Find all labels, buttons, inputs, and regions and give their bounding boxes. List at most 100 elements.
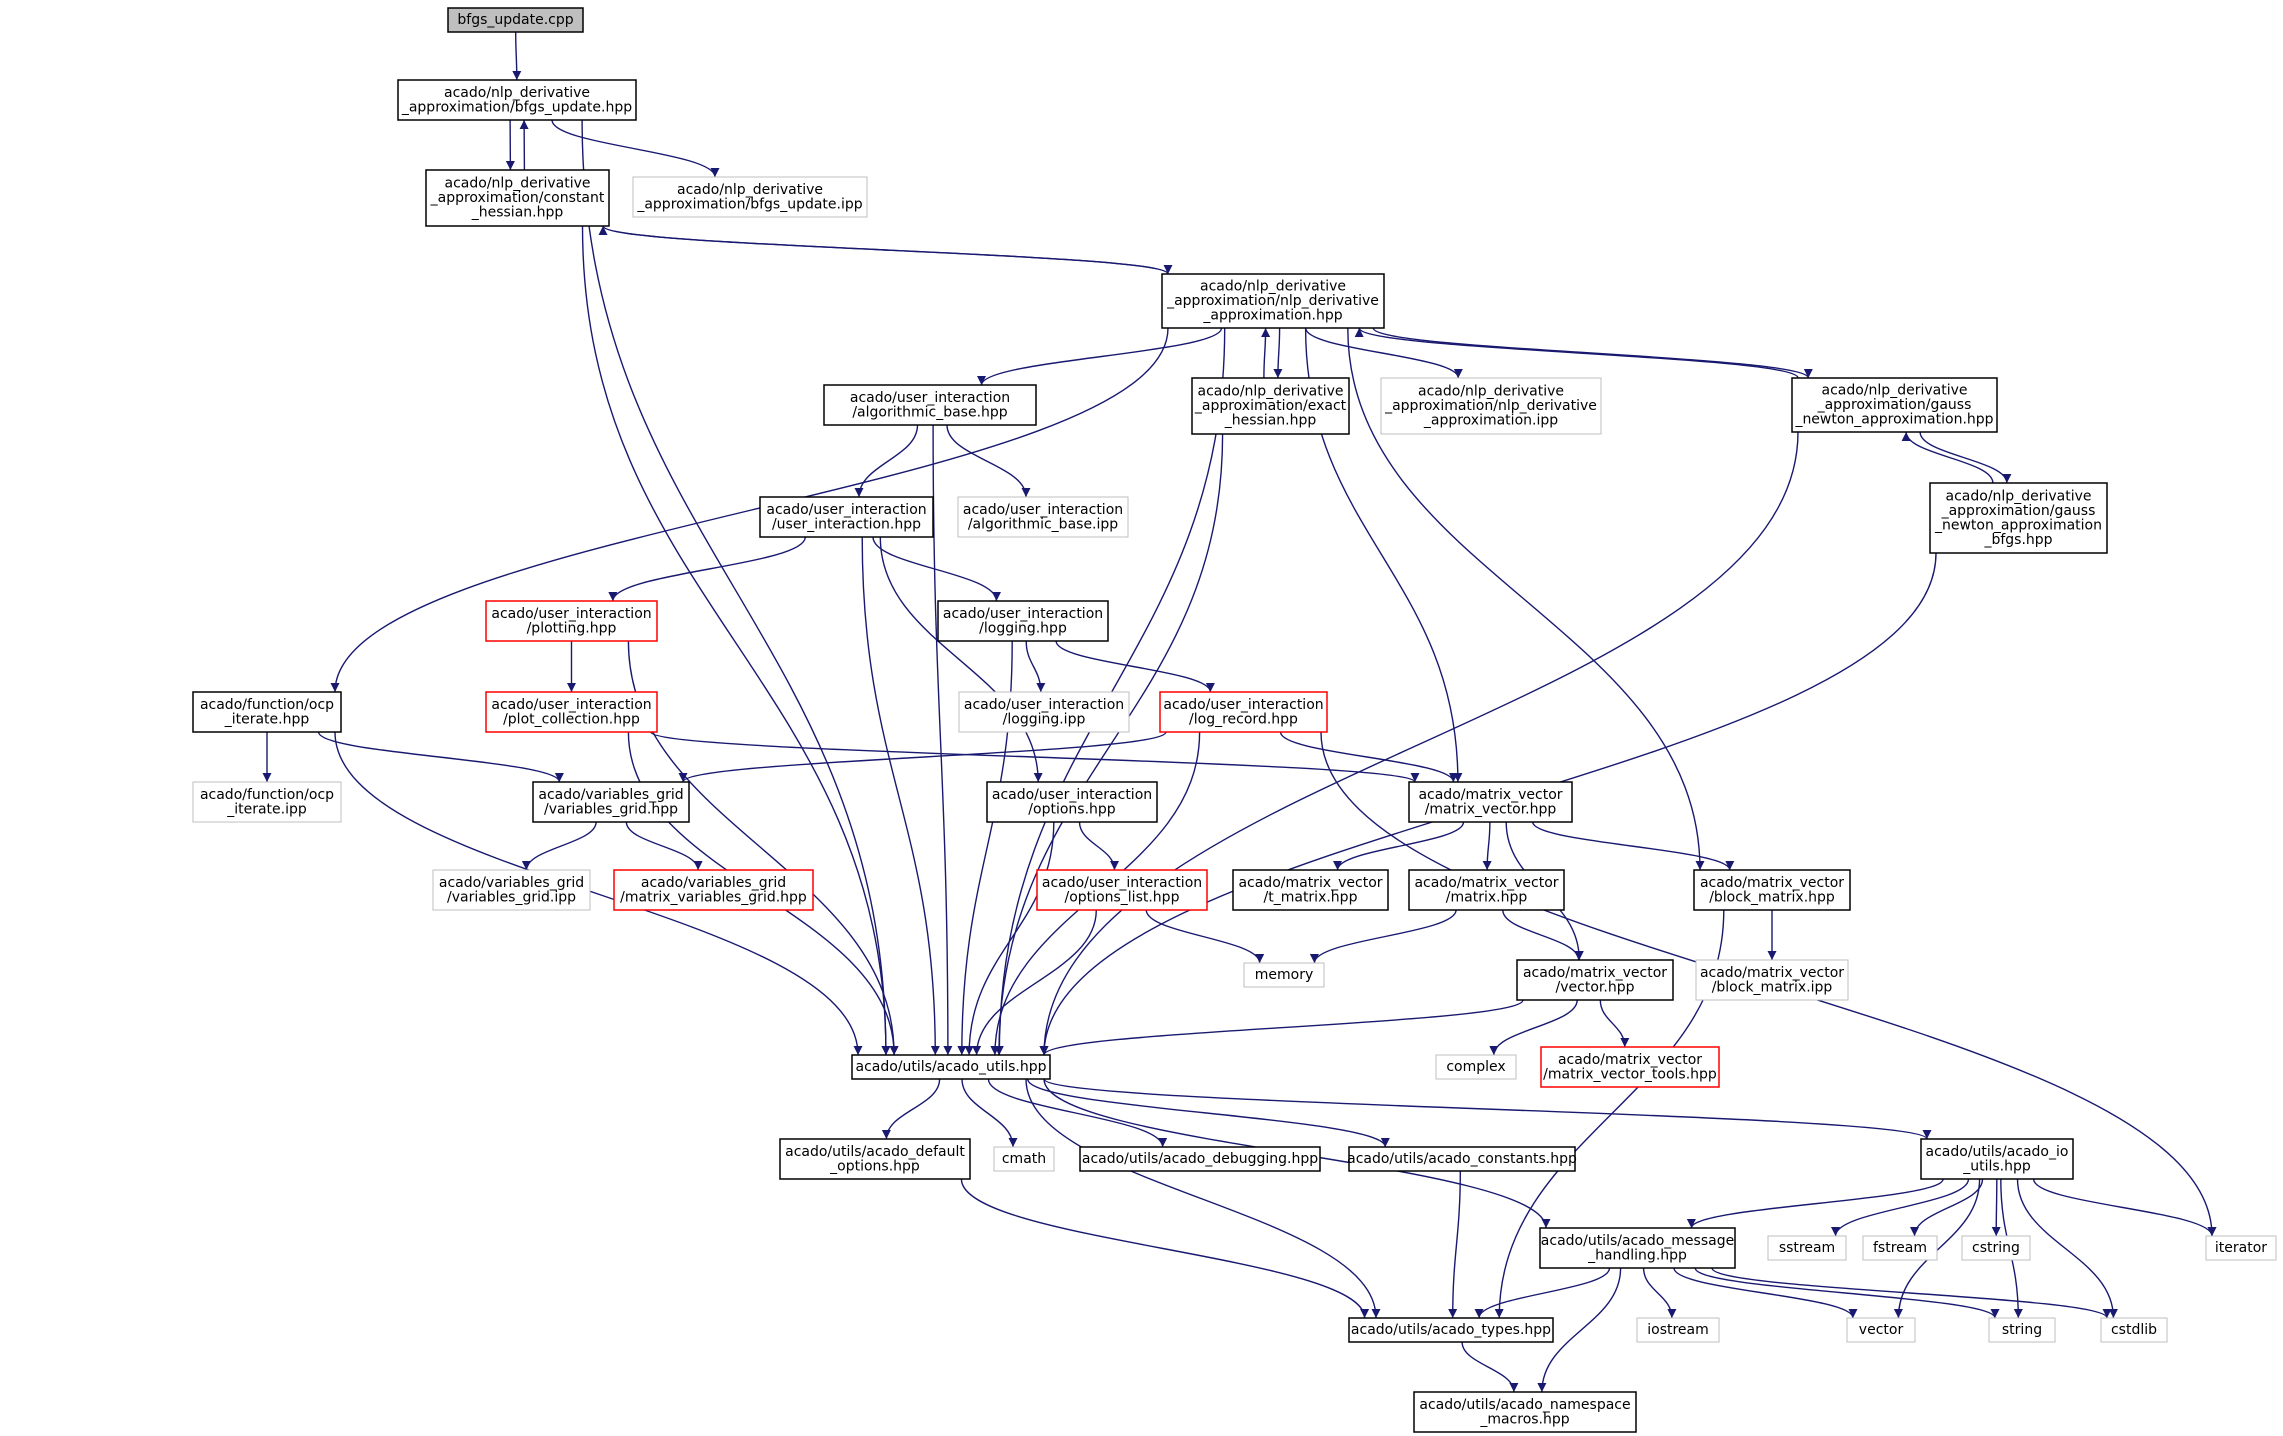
- edge-nlp_deriv-to-nlp_ipp: [1305, 327, 1463, 379]
- node-root[interactable]: bfgs_update.cpp: [447, 7, 584, 33]
- node-nlp_deriv[interactable]: acado/nlp_derivative_approximation/nlp_d…: [1161, 273, 1385, 329]
- node-label-line: acado/nlp_derivative: [444, 85, 590, 101]
- node-options[interactable]: acado/user_interaction/options.hpp: [986, 781, 1158, 823]
- node-label-line: acado/nlp_derivative: [445, 176, 591, 192]
- edge-algo_base-to-user_inter: [854, 424, 919, 498]
- edge-msg_handling-to-types: [1474, 1267, 1611, 1319]
- node-label-line: iterator: [2215, 1240, 2267, 1256]
- node-plot_coll[interactable]: acado/user_interaction/plot_collection.h…: [485, 691, 658, 733]
- node-ocp_iter[interactable]: acado/function/ocp_iterate.hpp: [192, 691, 342, 733]
- node-debugging[interactable]: acado/utils/acado_debugging.hpp: [1079, 1146, 1321, 1172]
- node-label-line: acado/user_interaction: [992, 787, 1152, 803]
- node-label-line: sstream: [1779, 1240, 1835, 1256]
- node-label-line: _iterate.ipp: [226, 801, 307, 817]
- node-block_matrix[interactable]: acado/matrix_vector/block_matrix.hpp: [1693, 869, 1851, 911]
- node-label-line: bfgs_update.cpp: [457, 12, 573, 28]
- node-iostream: iostream: [1636, 1317, 1720, 1343]
- node-label-line: acado/user_interaction: [964, 697, 1124, 713]
- node-ns_macros[interactable]: acado/utils/acado_namespace_macros.hpp: [1413, 1391, 1637, 1433]
- edge-io_utils-to-iterator: [2032, 1178, 2217, 1237]
- node-vector[interactable]: acado/matrix_vector/vector.hpp: [1516, 959, 1674, 1001]
- edge-ocp_iter-to-var_grid: [317, 731, 564, 783]
- node-label-line: /matrix.hpp: [1446, 889, 1528, 905]
- node-label-line: cstring: [1972, 1240, 2020, 1256]
- node-bfgs_hpp[interactable]: acado/nlp_derivative_approximation/bfgs_…: [397, 79, 637, 121]
- edge-matvec-to-matrix: [1482, 821, 1492, 871]
- node-box: [485, 691, 658, 733]
- node-box: [1767, 1235, 1847, 1261]
- edge-bfgs_hpp-to-bfgs_ipp: [551, 119, 720, 178]
- node-box: [1413, 1391, 1637, 1433]
- node-label-line: acado/utils/acado_utils.hpp: [855, 1059, 1046, 1075]
- node-box: [1540, 1046, 1720, 1088]
- node-bfgs_ipp: acado/nlp_derivative_approximation/bfgs_…: [632, 176, 868, 218]
- node-label-line: _approximation/bfgs_update.hpp: [401, 99, 632, 115]
- edge-gauss_newton-to-utils: [1039, 431, 1799, 1056]
- node-label-line: /user_interaction.hpp: [772, 516, 921, 532]
- node-matrix[interactable]: acado/matrix_vector/matrix.hpp: [1408, 869, 1565, 911]
- node-label-line: acado/matrix_vector: [1418, 787, 1562, 803]
- node-label-line: acado/utils/acado_types.hpp: [1351, 1322, 1551, 1338]
- node-fstream: fstream: [1862, 1235, 1938, 1261]
- node-var_grid[interactable]: acado/variables_grid/variables_grid.hpp: [532, 781, 690, 823]
- node-gauss_bfgs[interactable]: acado/nlp_derivative_approximation/gauss…: [1929, 482, 2108, 554]
- node-memory: memory: [1243, 962, 1325, 988]
- node-log_record[interactable]: acado/user_interaction/log_record.hpp: [1159, 691, 1328, 733]
- node-const_hess[interactable]: acado/nlp_derivative_approximation/const…: [425, 169, 610, 227]
- edge-user_inter-to-options: [879, 536, 1043, 783]
- edge-matrix-to-vector: [1502, 909, 1584, 961]
- node-label-line: acado/matrix_vector: [1700, 965, 1844, 981]
- node-types[interactable]: acado/utils/acado_types.hpp: [1348, 1317, 1554, 1343]
- node-msg_handling[interactable]: acado/utils/acado_message_handling.hpp: [1539, 1227, 1736, 1269]
- node-label-line: acado/variables_grid: [439, 875, 584, 891]
- edge-utils-to-types: [1025, 1078, 1381, 1319]
- node-nlp_ipp: acado/nlp_derivative_approximation/nlp_d…: [1380, 377, 1602, 435]
- node-label-line: acado/user_interaction: [1163, 697, 1323, 713]
- node-box: [1695, 959, 1849, 1001]
- edge-msg_handling-to-iostream: [1642, 1267, 1677, 1319]
- node-matvec_tools[interactable]: acado/matrix_vector/matrix_vector_tools.…: [1540, 1046, 1720, 1088]
- node-label-line: _approximation/gauss: [1817, 397, 1972, 413]
- edge-vector-to-matvec_tools: [1599, 999, 1630, 1048]
- node-label-line: /logging.ipp: [1003, 711, 1086, 727]
- edge-algo_base-to-algo_ipp: [946, 424, 1031, 498]
- node-label-line: _approximation/nlp_derivative: [1166, 293, 1379, 309]
- node-vector_std: vector: [1846, 1317, 1916, 1343]
- edge-io_utils-to-cstring: [1991, 1178, 2001, 1237]
- node-logging[interactable]: acado/user_interaction/logging.hpp: [937, 600, 1109, 642]
- edge-io_utils-to-fstream: [1910, 1178, 1984, 1237]
- node-label-line: acado/user_interaction: [963, 502, 1123, 518]
- node-label-line: acado/nlp_derivative: [1822, 383, 1968, 399]
- node-t_matrix[interactable]: acado/matrix_vector/t_matrix.hpp: [1232, 869, 1389, 911]
- node-mat_var_grid[interactable]: acado/variables_grid/matrix_variables_gr…: [613, 869, 814, 911]
- node-exact_hess[interactable]: acado/nlp_derivative_approximation/exact…: [1191, 377, 1350, 435]
- node-box: [1539, 1227, 1736, 1269]
- node-algo_base[interactable]: acado/user_interaction/algorithmic_base.…: [823, 384, 1037, 426]
- node-label-line: _approximation/nlp_derivative: [1384, 398, 1597, 414]
- node-user_inter[interactable]: acado/user_interaction/user_interaction.…: [759, 496, 934, 538]
- node-label-line: acado/matrix_vector: [1558, 1052, 1702, 1068]
- node-constants[interactable]: acado/utils/acado_constants.hpp: [1347, 1146, 1577, 1172]
- node-box: [1961, 1235, 2031, 1261]
- node-io_utils[interactable]: acado/utils/acado_io_utils.hpp: [1920, 1138, 2074, 1180]
- node-string: string: [1988, 1317, 2056, 1343]
- node-box: [192, 781, 342, 823]
- node-label-line: fstream: [1873, 1240, 1927, 1256]
- node-utils[interactable]: acado/utils/acado_utils.hpp: [851, 1054, 1051, 1080]
- node-logging_ipp: acado/user_interaction/logging.ipp: [958, 691, 1130, 733]
- node-plotting[interactable]: acado/user_interaction/plotting.hpp: [485, 600, 658, 642]
- node-label-line: acado/user_interaction: [1042, 875, 1202, 891]
- node-gauss_newton[interactable]: acado/nlp_derivative_approximation/gauss…: [1791, 377, 1998, 433]
- node-default_opts[interactable]: acado/utils/acado_default_options.hpp: [779, 1138, 971, 1180]
- node-box: [1159, 691, 1328, 733]
- node-options_list[interactable]: acado/user_interaction/options_list.hpp: [1036, 869, 1208, 911]
- node-label-line: acado/nlp_derivative: [1198, 384, 1344, 400]
- node-label-line: complex: [1446, 1059, 1505, 1075]
- node-matvec[interactable]: acado/matrix_vector/matrix_vector.hpp: [1408, 781, 1573, 823]
- node-box: [447, 7, 584, 33]
- edge-msg_handling-to-string: [1694, 1267, 2000, 1319]
- edge-utils-to-constants: [1027, 1078, 1390, 1148]
- edge-options_list-to-utils: [972, 909, 1097, 1056]
- node-cmath: cmath: [993, 1146, 1055, 1172]
- node-label-line: acado/nlp_derivative: [1946, 488, 2092, 504]
